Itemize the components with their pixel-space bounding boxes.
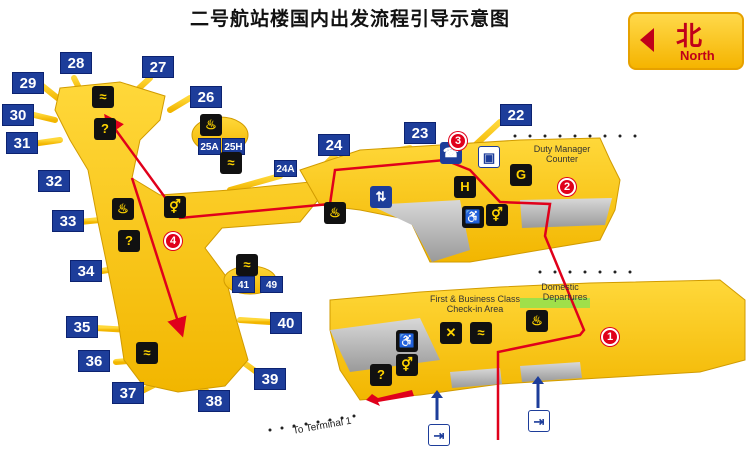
page-title: 二号航站楼国内出发流程引导示意图	[189, 8, 510, 30]
entrance-arrow-head-1	[431, 390, 443, 398]
gate-31[interactable]: 31	[6, 132, 38, 154]
restroom-icon: ⚥	[164, 196, 186, 218]
gate-35[interactable]: 35	[66, 316, 98, 338]
gate-38[interactable]: 38	[198, 390, 230, 412]
north-indicator: 北 North	[628, 12, 744, 70]
counter-label: Counter	[545, 154, 579, 164]
restroom-icon-2: ⚥	[486, 204, 508, 226]
gate-37[interactable]: 37	[112, 382, 144, 404]
gate-26[interactable]: 26	[190, 86, 222, 108]
baggage-icon: ♿	[462, 206, 484, 228]
gate-30[interactable]: 30	[2, 104, 34, 126]
garage-icon[interactable]: G	[510, 164, 532, 186]
entrance-arrow-head-2	[532, 376, 544, 384]
gate-22[interactable]: 22	[500, 104, 532, 126]
gate-29[interactable]: 29	[12, 72, 44, 94]
exit-icon-2[interactable]: ⇥	[528, 410, 550, 432]
north-arrow-icon	[640, 28, 654, 52]
duty-manager-label: Duty Manager	[533, 144, 591, 154]
baggage-icon-2: ♿	[396, 330, 418, 352]
info-icon-2[interactable]: ?	[118, 230, 140, 252]
baggage-area	[520, 198, 612, 228]
exit-icon[interactable]: ⇥	[428, 424, 450, 446]
gate-24a[interactable]: 24A	[274, 160, 297, 177]
north-label-en: North	[680, 48, 715, 63]
smoking-room-icon-5: ≈	[470, 322, 492, 344]
departure-route-branch	[130, 177, 187, 338]
gate-25a[interactable]: 25A	[198, 138, 221, 155]
north-label-cn: 北	[676, 22, 703, 52]
west-pier	[54, 81, 319, 393]
smoking-room-icon-2: ≈	[220, 152, 242, 174]
gate-32[interactable]: 32	[38, 170, 70, 192]
lounge-icon-4: ♨	[526, 310, 548, 332]
smoking-room-icon: ≈	[92, 86, 114, 108]
departures-label: Departures	[542, 292, 588, 302]
lounge-icon-2: ♨	[112, 198, 134, 220]
lounge-icon-3: ♨	[324, 202, 346, 224]
hotel-icon[interactable]: H	[454, 176, 476, 198]
gate-28[interactable]: 28	[60, 52, 92, 74]
info-icon-3[interactable]: ?	[370, 364, 392, 386]
gate-36[interactable]: 36	[78, 350, 110, 372]
gate-39[interactable]: 39	[254, 368, 286, 390]
step-3-marker: 3	[449, 132, 467, 150]
counter-block-b	[520, 362, 582, 382]
smoking-room-icon-3: ≈	[236, 254, 258, 276]
elevator-icon: ⇅	[370, 186, 392, 208]
entrance-arrows	[435, 382, 540, 420]
gate-23[interactable]: 23	[404, 122, 436, 144]
gate-24[interactable]: 24	[318, 134, 350, 156]
gate-34[interactable]: 34	[70, 260, 102, 282]
gate-27[interactable]: 27	[142, 56, 174, 78]
gate-33[interactable]: 33	[52, 210, 84, 232]
checkin-hall	[329, 279, 746, 401]
checkin-area-label: Check-in Area	[446, 304, 504, 314]
road-dots	[268, 134, 637, 432]
lounge-icon: ♨	[200, 114, 222, 136]
security-area	[370, 200, 470, 262]
to-terminal-arrow	[366, 390, 414, 406]
counter-block-a	[450, 368, 502, 388]
restroom-icon-3: ⚥	[396, 354, 418, 376]
domestic-label: Domestic	[541, 282, 579, 292]
first-business-label: First & Business Class	[429, 294, 521, 304]
step-4-marker: 4	[164, 232, 182, 250]
step-1-marker: 1	[601, 328, 619, 346]
atm-icon: ▣	[478, 146, 500, 168]
smoking-room-icon-4: ≈	[136, 342, 158, 364]
domestic-departures-zone	[520, 298, 590, 308]
gate-40[interactable]: 40	[270, 312, 302, 334]
tools-icon: ✕	[440, 322, 462, 344]
gate-49[interactable]: 49	[260, 276, 283, 293]
info-icon[interactable]: ?	[94, 118, 116, 140]
gate-41[interactable]: 41	[232, 276, 255, 293]
step-2-marker: 2	[558, 178, 576, 196]
